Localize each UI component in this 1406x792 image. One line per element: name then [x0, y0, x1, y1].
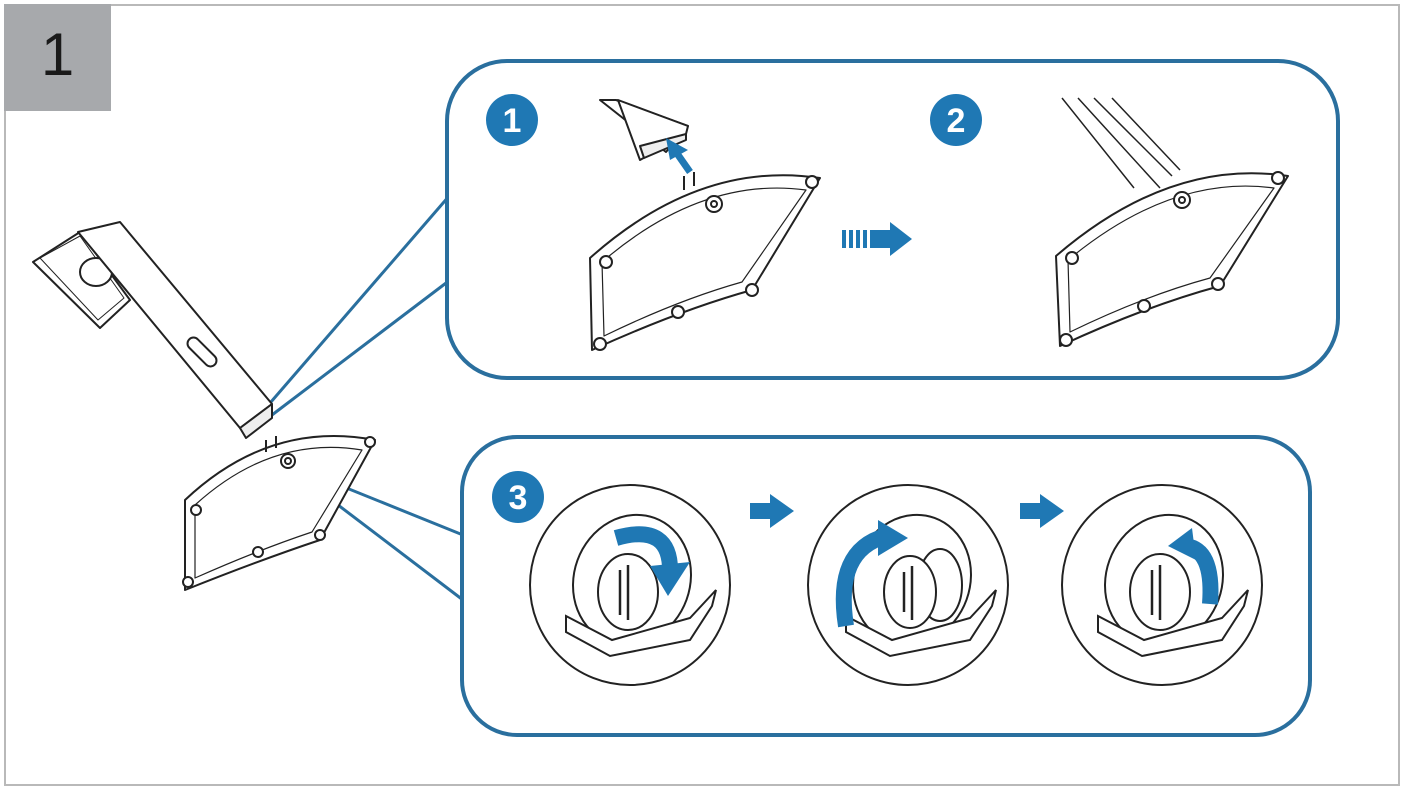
step2-illustration	[1055, 97, 1289, 347]
up-arrow-icon	[666, 138, 693, 175]
step1-illustration	[589, 99, 821, 351]
rotate-arrow-icon-3	[1168, 528, 1219, 605]
right-arrow-icon-1	[750, 494, 794, 528]
right-arrow-icon-2	[1020, 494, 1064, 528]
page-frame	[4, 4, 1400, 786]
badge-3: 3	[492, 471, 544, 523]
thumbscrew-detail-1	[529, 484, 731, 686]
rotate-arrow-icon-1	[613, 526, 690, 596]
step-number-box: 1	[4, 4, 111, 111]
callout-lines	[262, 194, 464, 602]
badge-2-label: 2	[947, 102, 966, 140]
badge-2: 2	[930, 94, 982, 146]
badge-1-label: 1	[503, 102, 522, 140]
badge-3-label: 3	[509, 479, 528, 517]
dashed-right-arrow-icon	[842, 222, 912, 256]
thumbscrew-detail-3	[1061, 484, 1263, 686]
badge-1: 1	[486, 94, 538, 146]
rotate-arrow-icon-2	[835, 520, 908, 628]
stand-overview	[32, 221, 376, 591]
step-number: 1	[40, 20, 75, 88]
